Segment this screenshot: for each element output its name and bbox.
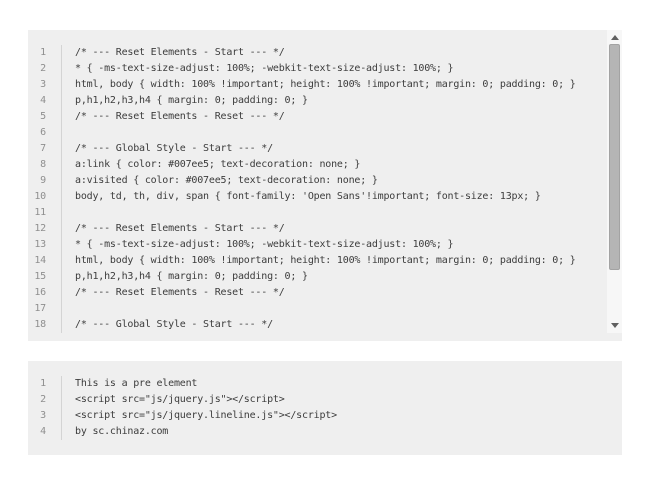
line-text: body, td, th, div, span { font-family: '… bbox=[75, 191, 541, 202]
line-text: * { -ms-text-size-adjust: 100%; -webkit-… bbox=[75, 239, 454, 250]
code-line: 2 <script src="js/jquery.js"></script> bbox=[28, 392, 622, 408]
line-text bbox=[62, 205, 75, 221]
code-line: 18 /* --- Global Style - Start --- */ bbox=[28, 317, 622, 333]
line-number: 1 bbox=[28, 45, 62, 61]
line-number: 2 bbox=[28, 392, 62, 408]
line-text bbox=[62, 301, 75, 317]
line-number: 14 bbox=[28, 253, 62, 269]
line-number: 6 bbox=[28, 125, 62, 141]
line-number: 5 bbox=[28, 109, 62, 125]
line-text: * { -ms-text-size-adjust: 100%; -webkit-… bbox=[75, 63, 454, 74]
code-line: 7 /* --- Global Style - Start --- */ bbox=[28, 141, 622, 157]
line-text: /* --- Global Style - Start --- */ bbox=[75, 319, 273, 330]
line-number: 7 bbox=[28, 141, 62, 157]
line-number: 16 bbox=[28, 285, 62, 301]
line-text: /* --- Reset Elements - Start --- */ bbox=[75, 47, 285, 58]
line-number: 4 bbox=[28, 93, 62, 109]
code-line: 15 p,h1,h2,h3,h4 { margin: 0; padding: 0;… bbox=[28, 269, 622, 285]
code-line: 4 p,h1,h2,h3,h4 { margin: 0; padding: 0; … bbox=[28, 93, 622, 109]
code-line: 9 a:visited { color: #007ee5; text-decora… bbox=[28, 173, 622, 189]
code-line: 12 /* --- Reset Elements - Start --- */ bbox=[28, 221, 622, 237]
code-line: 2 * { -ms-text-size-adjust: 100%; -webkit… bbox=[28, 61, 622, 77]
code-line: 8 a:link { color: #007ee5; text-decoratio… bbox=[28, 157, 622, 173]
line-text: /* --- Reset Elements - Reset --- */ bbox=[75, 111, 285, 122]
code-line: 4 by sc.chinaz.com bbox=[28, 424, 622, 440]
code-line: 5 /* --- Reset Elements - Reset --- */ bbox=[28, 109, 622, 125]
scroll-down-arrow-icon bbox=[610, 323, 619, 328]
line-text: /* --- Reset Elements - Reset --- */ bbox=[75, 287, 285, 298]
line-text: p,h1,h2,h3,h4 { margin: 0; padding: 0; } bbox=[75, 271, 308, 282]
code-block-pre-demo: 1 This is a pre element 2 <script src="js/j… bbox=[28, 361, 622, 455]
vertical-scrollbar[interactable] bbox=[607, 30, 622, 333]
line-number: 8 bbox=[28, 157, 62, 173]
line-text: /* --- Reset Elements - Start --- */ bbox=[75, 223, 285, 234]
line-number: 2 bbox=[28, 61, 62, 77]
line-number: 12 bbox=[28, 221, 62, 237]
line-number: 4 bbox=[28, 424, 62, 440]
line-text: /* --- Global Style - Start --- */ bbox=[75, 143, 273, 154]
line-number: 1 bbox=[28, 376, 62, 392]
line-text: a:visited { color: #007ee5; text-decorat… bbox=[75, 175, 378, 186]
code-lines-css-sample: 1 /* --- Reset Elements - Start --- */ 2 * … bbox=[28, 30, 622, 333]
line-number: 17 bbox=[28, 301, 62, 317]
code-line: 16 /* --- Reset Elements - Reset --- */ bbox=[28, 285, 622, 301]
line-number: 18 bbox=[28, 317, 62, 333]
line-number: 15 bbox=[28, 269, 62, 285]
line-text: p,h1,h2,h3,h4 { margin: 0; padding: 0; } bbox=[75, 95, 308, 106]
code-lines-pre-demo: 1 This is a pre element 2 <script src="js/j… bbox=[28, 361, 622, 440]
line-number: 11 bbox=[28, 205, 62, 221]
code-line: 1 This is a pre element bbox=[28, 376, 622, 392]
line-text: a:link { color: #007ee5; text-decoration… bbox=[75, 159, 361, 170]
code-line: 6 bbox=[28, 125, 622, 141]
code-block-css-sample[interactable]: 1 /* --- Reset Elements - Start --- */ 2 * … bbox=[28, 30, 622, 341]
line-number: 10 bbox=[28, 189, 62, 205]
scroll-up-arrow-icon bbox=[610, 35, 619, 40]
line-text: html, body { width: 100% !important; hei… bbox=[75, 79, 576, 90]
line-text bbox=[62, 125, 75, 141]
line-text: <script src="js/jquery.js"></script> bbox=[75, 394, 285, 405]
line-text: html, body { width: 100% !important; hei… bbox=[75, 255, 576, 266]
code-line: 14 html, body { width: 100% !important; h… bbox=[28, 253, 622, 269]
line-number: 3 bbox=[28, 408, 62, 424]
scrollbar-thumb[interactable] bbox=[609, 44, 620, 270]
code-line: 3 <script src="js/jquery.lineline.js"></s… bbox=[28, 408, 622, 424]
line-text: by sc.chinaz.com bbox=[75, 426, 169, 437]
code-line: 11 bbox=[28, 205, 622, 221]
code-line: 1 /* --- Reset Elements - Start --- */ bbox=[28, 45, 622, 61]
code-line: 10 body, td, th, div, span { font-family:… bbox=[28, 189, 622, 205]
line-number: 9 bbox=[28, 173, 62, 189]
code-line: 3 html, body { width: 100% !important; he… bbox=[28, 77, 622, 93]
scroll-up-button[interactable] bbox=[607, 30, 622, 45]
line-text: This is a pre element bbox=[75, 378, 198, 389]
line-number: 3 bbox=[28, 77, 62, 93]
code-line: 17 bbox=[28, 301, 622, 317]
line-number: 13 bbox=[28, 237, 62, 253]
scroll-down-button[interactable] bbox=[607, 318, 622, 333]
line-text: <script src="js/jquery.lineline.js"></sc… bbox=[75, 410, 337, 421]
code-line: 13 * { -ms-text-size-adjust: 100%; -webki… bbox=[28, 237, 622, 253]
